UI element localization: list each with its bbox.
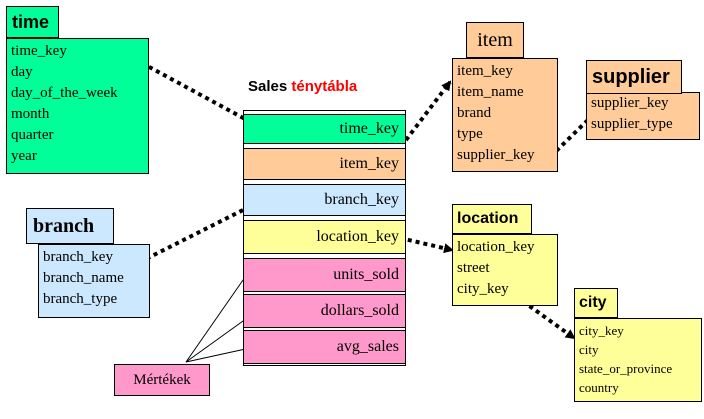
fact-row-dollars-sold: dollars_sold xyxy=(243,294,406,328)
connector-item xyxy=(404,80,452,142)
fact-row-branch-key: branch_key xyxy=(243,184,406,216)
measures-label: Mértékek xyxy=(114,364,210,396)
connector-time xyxy=(138,60,259,128)
fact-title-red: ténytábla xyxy=(291,78,358,95)
connector-city xyxy=(508,290,576,340)
time-table-title: time xyxy=(6,6,59,38)
location-table-title: location xyxy=(452,204,532,234)
branch-attr: branch_key xyxy=(43,249,113,265)
fact-row-units-sold: units_sold xyxy=(243,258,406,292)
location-attributes: location_key street city_key xyxy=(453,235,557,302)
measure-line-units xyxy=(185,269,251,363)
city-attr: city xyxy=(579,342,599,357)
branch-table-title: branch xyxy=(26,208,114,244)
time-attr: year xyxy=(11,148,37,164)
branch-attributes: branch_key branch_name branch_type xyxy=(39,245,149,312)
fact-row-item-key: item_key xyxy=(243,148,406,180)
city-table-title: city xyxy=(574,288,618,318)
city-table: city_key city state_or_province country xyxy=(574,318,702,402)
fact-table-title: Sales ténytábla xyxy=(248,78,357,95)
supplier-table-title: supplier xyxy=(586,60,682,94)
supplier-table: supplier_key supplier_type xyxy=(586,92,700,140)
measure-line-avg xyxy=(185,347,251,363)
city-attr: country xyxy=(579,380,619,395)
time-table: time_key day day_of_the_week month quart… xyxy=(6,38,149,174)
item-attr: item_key xyxy=(457,63,513,79)
supplier-attr: supplier_type xyxy=(591,116,673,132)
time-attributes: time_key day day_of_the_week month quart… xyxy=(7,39,148,169)
item-table-title: item xyxy=(466,22,524,58)
item-attr: supplier_key xyxy=(457,147,535,163)
branch-table: branch_key branch_name branch_type xyxy=(38,244,150,318)
time-attr: day xyxy=(11,64,33,80)
item-attr: brand xyxy=(457,105,492,121)
city-attr: city_key xyxy=(579,323,624,338)
item-attr: item_name xyxy=(457,84,524,100)
fact-row-avg-sales: avg_sales xyxy=(243,330,406,364)
item-table: item_key item_name brand type supplier_k… xyxy=(452,58,558,172)
item-attributes: item_key item_name brand type supplier_k… xyxy=(453,59,557,168)
location-attr: street xyxy=(457,260,490,276)
measure-line-dollars xyxy=(185,315,251,363)
fact-title-main: Sales xyxy=(248,78,292,95)
fact-row-location-key: location_key xyxy=(243,220,406,254)
branch-attr: branch_name xyxy=(43,270,124,286)
item-attr: type xyxy=(457,126,483,142)
supplier-attributes: supplier_key supplier_type xyxy=(587,93,699,137)
time-attr: day_of_the_week xyxy=(11,85,118,101)
time-attr: time_key xyxy=(11,43,67,59)
city-attr: state_or_province xyxy=(579,361,673,376)
time-attr: month xyxy=(11,106,50,122)
city-attributes: city_key city state_or_province country xyxy=(575,319,701,399)
fact-row-time-key: time_key xyxy=(243,114,406,144)
location-table: location_key street city_key xyxy=(452,234,558,306)
time-attr: quarter xyxy=(11,127,54,143)
branch-attr: branch_type xyxy=(43,291,118,307)
connector-branch xyxy=(139,208,244,264)
connector-location xyxy=(399,236,454,254)
location-attr: location_key xyxy=(457,239,535,255)
location-attr: city_key xyxy=(457,281,509,297)
supplier-attr: supplier_key xyxy=(591,95,669,111)
